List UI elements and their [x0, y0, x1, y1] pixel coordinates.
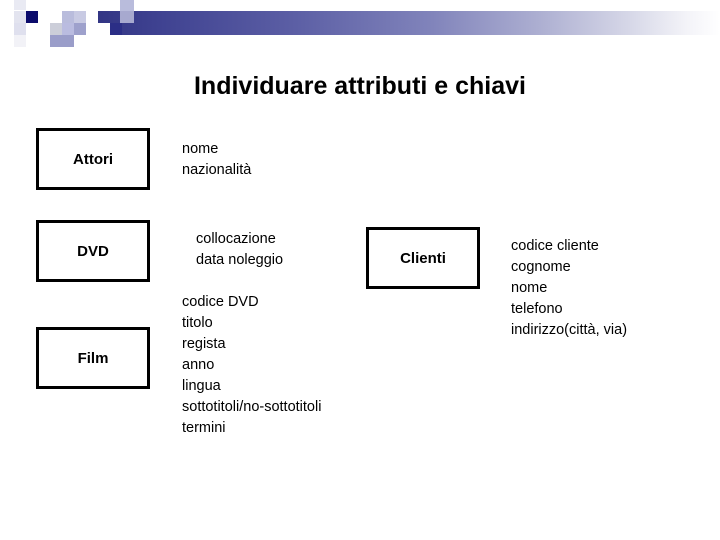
top-decoration-banner [0, 0, 720, 48]
decorative-square [14, 0, 26, 10]
decorative-square [62, 0, 74, 10]
entity-box-clienti: Clienti [366, 227, 480, 289]
decorative-square [14, 11, 26, 23]
decorative-square [38, 0, 50, 10]
attribute-list-film: codice DVD titolo regista anno lingua so… [182, 294, 322, 436]
page-title: Individuare attributi e chiavi [193, 72, 527, 100]
entity-box-dvd: DVD [36, 220, 150, 282]
attribute-list-clienti: codice cliente cognome nome telefono ind… [511, 238, 628, 338]
attribute-list-attori: nome nazionalità [182, 141, 252, 178]
decorative-square [74, 11, 86, 23]
decorative-square [86, 11, 98, 23]
entity-box-film: Film [36, 327, 150, 389]
decorative-square [38, 23, 50, 35]
entity-label-dvd: DVD [77, 242, 109, 260]
entity-label-clienti: Clienti [400, 249, 446, 267]
decorative-square [26, 0, 38, 10]
decorative-square [14, 35, 26, 47]
decorative-square [14, 23, 26, 35]
decorative-square [38, 11, 50, 23]
gradient-bar [36, 11, 720, 35]
decorative-square [86, 23, 98, 35]
decorative-square [98, 23, 110, 35]
decorative-square [86, 0, 98, 10]
entity-box-attori: Attori [36, 128, 150, 190]
decorative-square [120, 0, 134, 11]
decorative-square [74, 0, 86, 10]
decorative-square [26, 11, 38, 23]
decorative-square [74, 23, 86, 35]
decorative-square [50, 11, 62, 23]
decorative-square [50, 0, 62, 10]
entity-label-attori: Attori [73, 150, 113, 168]
attribute-list-dvd: collocazione data noleggio [196, 231, 284, 268]
decorative-square [50, 35, 62, 47]
decorative-square [62, 35, 74, 47]
decorative-square [26, 35, 38, 47]
decorative-square [134, 0, 148, 11]
decorative-square [38, 35, 50, 47]
decorative-square [110, 23, 122, 35]
decorative-square [62, 11, 74, 23]
decorative-square [26, 23, 38, 35]
entity-label-film: Film [77, 349, 109, 367]
decorative-square [120, 11, 134, 23]
decorative-square [50, 23, 62, 35]
decorative-square [62, 23, 74, 35]
decorative-square [74, 35, 86, 47]
